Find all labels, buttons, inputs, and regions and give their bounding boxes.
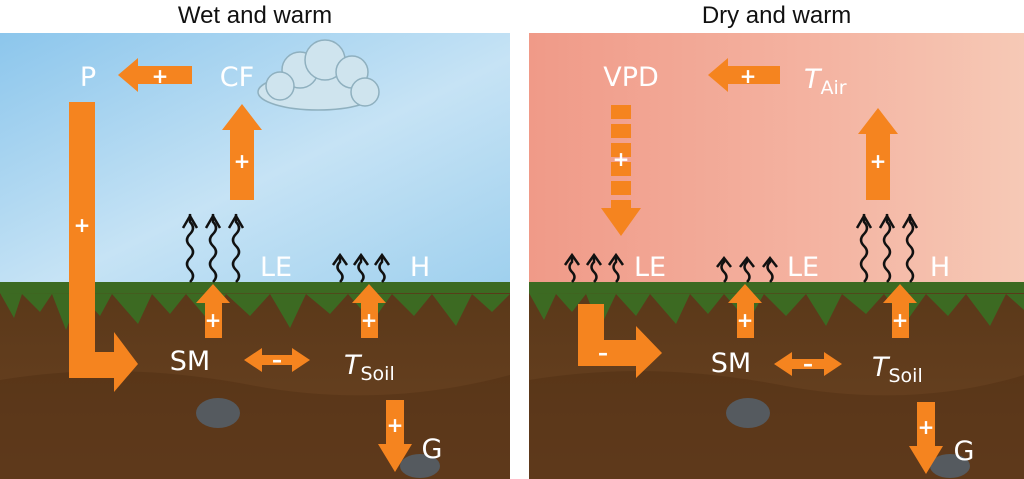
soil-layer-dark bbox=[0, 371, 510, 479]
latent-heat-flux-icon bbox=[563, 252, 625, 283]
arrow-tsoil-to-g bbox=[909, 402, 943, 474]
sign-tair-vpd: + bbox=[740, 64, 757, 88]
label-vapor-pressure-deficit: VPD bbox=[603, 62, 659, 93]
label-air-temperature: TAir bbox=[804, 64, 847, 99]
arrow-tsoil-to-g bbox=[378, 400, 412, 472]
arrow-p-to-sm bbox=[69, 102, 138, 392]
arrow-sm-tsoil bbox=[244, 348, 310, 372]
label-soil-temperature: TSoil bbox=[344, 350, 395, 385]
arrow-vpd-to-le bbox=[601, 105, 641, 236]
label-latent-heat: LE bbox=[787, 252, 819, 283]
rock bbox=[400, 454, 440, 478]
sign-sm-tsoil: – bbox=[803, 352, 813, 376]
panel-title-wet-warm: Wet and warm bbox=[177, 2, 333, 29]
grass-strip bbox=[0, 282, 510, 293]
arrow-tsoil-to-h bbox=[352, 284, 386, 338]
sign-vpd-le: + bbox=[613, 147, 630, 171]
sign-tsoil-g: + bbox=[918, 415, 935, 439]
label-latent-heat: LE bbox=[634, 252, 666, 283]
sign-le-sm: – bbox=[598, 341, 608, 365]
sign-sm-tsoil: – bbox=[272, 348, 282, 372]
label-ground-heat: G bbox=[954, 436, 975, 467]
sensible-heat-flux-icon bbox=[855, 213, 919, 283]
sign-tsoil-h: + bbox=[892, 308, 909, 332]
arrow-sm-tsoil bbox=[774, 352, 842, 376]
cloud-icon bbox=[257, 39, 380, 111]
label-soil-moisture: SM bbox=[711, 348, 751, 379]
arrow-sm-to-le bbox=[196, 284, 230, 338]
sign-sm-le: + bbox=[205, 308, 222, 332]
arrow-cf-to-p bbox=[118, 58, 192, 92]
panel-title-dry-warm: Dry and warm bbox=[701, 2, 852, 29]
rock bbox=[930, 454, 970, 478]
sensible-heat-flux-icon bbox=[331, 252, 391, 283]
label-latent-heat: LE bbox=[260, 252, 292, 283]
label-sensible-heat: H bbox=[410, 252, 430, 283]
soil-layer-dark bbox=[529, 371, 1024, 479]
arrow-le-to-cf bbox=[222, 104, 262, 200]
label-cloud-fraction: CF bbox=[220, 62, 254, 93]
arrow-h-to-tair bbox=[858, 108, 898, 200]
arrow-tsoil-to-h bbox=[883, 284, 917, 338]
panel-wet-warm: + + + + + bbox=[0, 33, 510, 479]
arrow-sm-to-le bbox=[728, 284, 762, 338]
sign-sm-le: + bbox=[737, 308, 754, 332]
arrow-tair-to-vpd bbox=[708, 58, 780, 92]
sign-p-sm: + bbox=[74, 213, 91, 237]
latent-heat-flux-icon bbox=[181, 213, 245, 283]
grass-strip bbox=[529, 282, 1024, 293]
rock bbox=[196, 398, 240, 428]
rock bbox=[726, 398, 770, 428]
label-soil-moisture: SM bbox=[170, 346, 210, 377]
label-ground-heat: G bbox=[422, 434, 443, 465]
sign-tsoil-g: + bbox=[387, 413, 404, 437]
panel-dry-warm: + + + bbox=[529, 33, 1024, 479]
arrow-le-to-sm bbox=[578, 304, 662, 378]
sign-p-cf: + bbox=[152, 64, 169, 88]
label-soil-temperature: TSoil bbox=[872, 352, 923, 387]
sign-h-tair: + bbox=[870, 149, 887, 173]
label-sensible-heat: H bbox=[930, 252, 950, 283]
sign-tsoil-h: + bbox=[361, 308, 378, 332]
label-precipitation: P bbox=[80, 62, 96, 93]
latent-heat-flux-icon bbox=[716, 255, 778, 283]
sign-le-cf: + bbox=[234, 149, 251, 173]
